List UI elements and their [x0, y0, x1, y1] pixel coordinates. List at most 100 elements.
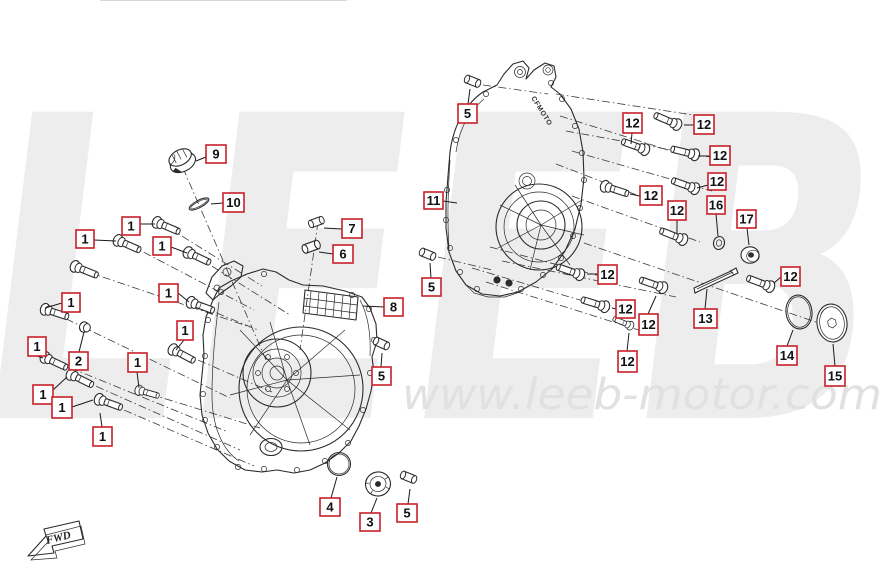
callout-leader-line [44, 302, 63, 309]
callout-box [32, 384, 54, 405]
callout-number: 1 [99, 429, 106, 444]
callout-number: 12 [697, 117, 711, 132]
callout-box [457, 103, 478, 124]
callout-12: 12 [667, 200, 687, 233]
callout-box [638, 313, 659, 336]
cover-ribs [497, 184, 585, 271]
callout-box [152, 236, 172, 256]
callout-box [92, 426, 113, 447]
callout-leader-line [195, 156, 207, 162]
callout-5: 5 [457, 88, 478, 124]
callout-box [176, 320, 194, 341]
callout-box [824, 365, 846, 387]
callout-box [319, 497, 341, 517]
callout-leader-line [136, 371, 140, 389]
callout-leader-line [407, 488, 411, 505]
callout-leader-line [323, 227, 343, 230]
callout-box [776, 345, 798, 366]
callout-leader-line [177, 292, 190, 303]
cover-ribs [229, 321, 361, 446]
callout-leader-line [318, 251, 334, 255]
callout-leader-line [170, 246, 188, 254]
callout-leader-line [773, 276, 782, 284]
callout-number: 1 [33, 339, 40, 354]
callout-number: 5 [378, 369, 385, 384]
callout-leader-line [52, 376, 68, 391]
callout-box [222, 192, 245, 213]
plug-oring [326, 451, 352, 477]
callout-box [693, 114, 715, 135]
callout-1: 1 [32, 376, 68, 405]
callout-1: 1 [175, 320, 194, 351]
callout-3: 3 [359, 497, 381, 532]
callout-box [127, 352, 148, 373]
callout-number: 1 [58, 400, 65, 415]
callout-box [617, 350, 638, 373]
callout-box [423, 191, 444, 210]
callout-number: 12 [600, 267, 614, 282]
callout-box [371, 366, 392, 386]
callout-number: 10 [226, 195, 240, 210]
callout-leader-line [93, 239, 117, 242]
callout-box [622, 112, 643, 134]
callout-leader-line [78, 331, 85, 353]
callout-box [332, 244, 354, 264]
callout-leader-line [746, 227, 750, 246]
timing-plug [364, 471, 392, 497]
small-parts [77, 73, 848, 497]
callout-box [780, 266, 801, 287]
callout-number: 13 [698, 311, 712, 326]
callout-number: 1 [39, 387, 46, 402]
callout-number: 5 [428, 280, 435, 295]
url-watermark: www.leeb-motor.com [402, 370, 882, 420]
callout-leader-line [210, 202, 224, 205]
callout-box [706, 195, 726, 215]
callout-number: 12 [783, 269, 797, 284]
callout-box [736, 209, 757, 229]
callout-12: 12 [773, 266, 801, 287]
callout-leader-line [715, 213, 719, 237]
callout-number: 5 [403, 506, 410, 521]
callout-leader-line [626, 332, 630, 352]
callout-15: 15 [824, 343, 846, 387]
callout-box [68, 351, 89, 371]
callout-number: 15 [828, 369, 842, 384]
callout-leader-line [99, 412, 103, 428]
oil-plug [740, 246, 760, 264]
callout-leader-line [630, 132, 633, 145]
callout-12: 12 [587, 264, 618, 285]
callout-8: 8 [362, 297, 404, 317]
callout-number: 6 [339, 247, 346, 262]
cover-arm [205, 260, 244, 301]
callout-leader-line [429, 262, 432, 279]
callout-12: 12 [617, 332, 638, 373]
brand-watermark: LEEB [0, 29, 885, 517]
callout-box [121, 216, 141, 236]
callout-number: 5 [464, 106, 471, 121]
watermark-layer: LEEB www.leeb-motor.com [0, 29, 885, 517]
callout-number: 3 [366, 515, 373, 530]
callout-4: 4 [319, 476, 341, 517]
callout-12: 12 [684, 114, 715, 135]
cover-screw [505, 279, 513, 287]
callout-box [383, 297, 404, 317]
callout-number: 17 [739, 212, 753, 227]
callout-leader-line [442, 200, 458, 204]
callout-1: 1 [51, 396, 94, 419]
callout-10: 10 [210, 192, 245, 213]
callout-box [615, 299, 636, 319]
sealing-washer [712, 235, 726, 251]
callout-12: 12 [696, 172, 727, 191]
callout-5: 5 [421, 262, 442, 297]
callout-number: 12 [620, 354, 634, 369]
clutch-cover-drawing [199, 260, 378, 474]
callout-number: 12 [618, 302, 632, 317]
callout-16: 16 [706, 195, 726, 237]
callout-12: 12 [611, 299, 636, 319]
fwd-arrow: FWD [27, 520, 86, 561]
callout-number: 2 [75, 354, 82, 369]
callout-number: 1 [158, 239, 165, 254]
callout-12: 12 [638, 295, 659, 336]
